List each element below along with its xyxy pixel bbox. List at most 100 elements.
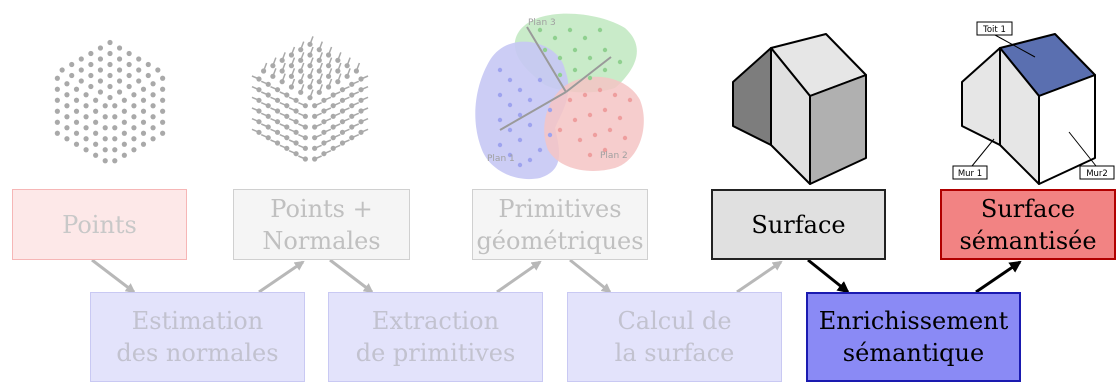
cloud-point [131,136,137,142]
plane-point [582,92,588,98]
plane-point [497,117,503,123]
cloud-point [97,89,104,95]
plane-point [517,112,523,118]
cloud-point [102,158,108,164]
cloud-point [330,124,336,130]
cloud-point [116,78,123,84]
box-estimation-line-1: Estimation [131,307,264,335]
box-surface: Surface [711,189,886,260]
cloud-point [73,108,80,114]
cloud-point [284,135,290,141]
cloud-point [121,97,127,103]
cloud-point [293,108,299,114]
plane-point [507,102,513,108]
cloud-point [302,135,308,141]
plane-point [582,35,588,41]
cloud-point [349,135,355,141]
cloud-point [256,119,262,125]
cloud-point [107,72,113,79]
plane-point [592,132,598,138]
plane-point [567,27,573,33]
cloud-point [54,75,60,81]
box-surface-line-1: Surface [751,210,846,239]
surface-house-illustration [732,33,867,185]
cloud-point [126,61,132,68]
cloud-point [160,75,166,81]
cloud-point [298,47,304,53]
cloud-point [83,136,89,142]
cloud-point [112,103,118,109]
box-surface-semantisee: Surface sémantisée [940,189,1116,260]
cloud-point [64,92,70,98]
plane-point [547,132,553,138]
cloud-point [160,119,166,125]
plane-3-label: Plan 3 [528,18,556,28]
cloud-point [160,86,166,92]
cloud-point [316,47,322,53]
cloud-point [160,97,166,103]
cloud-point [256,108,262,114]
cloud-point [298,89,304,95]
plane-point [597,27,603,33]
cloud-point [150,81,156,87]
cloud-point [83,125,89,131]
box-calcul: Calcul de la surface [567,292,782,382]
plane-point [517,162,523,168]
arrow-points-to-estimation [91,258,136,294]
cloud-point [358,76,364,82]
cloud-point [265,124,271,130]
cloud-point [155,67,161,73]
cloud-point [121,108,127,114]
cloud-point [288,84,295,90]
cloud-point [288,73,295,79]
cloud-point [93,119,99,125]
cloud-point [325,52,332,58]
cloud-point [88,72,94,79]
cloud-point [265,135,271,141]
cloud-point [270,63,276,69]
plane-point [572,47,578,53]
cloud-point [112,147,118,153]
cloud-point [279,57,285,63]
cloud-point [112,158,118,164]
cloud-point [274,108,281,114]
wall-1-label: Mur 1 [958,169,982,179]
oriented-point-cloud-illustration [251,36,369,162]
cloud-point [339,119,346,125]
cloud-point [298,79,304,85]
cloud-point [116,45,123,51]
cloud-point [140,97,147,103]
cloud-point [358,87,364,93]
plane-point [552,35,558,41]
cloud-point [78,56,84,62]
cloud-point [54,86,60,92]
cloud-point [358,108,364,114]
cloud-point [150,125,156,131]
cloud-point [279,79,285,85]
cloud-point [160,130,166,136]
cloud-point [274,119,281,125]
cloud-point [78,78,84,84]
plane-points [497,27,633,168]
cloud-point [107,39,113,46]
box-extraction-line-1: Extraction [371,307,500,335]
cloud-point [64,114,70,120]
cloud-point [358,119,364,125]
cloud-point [126,72,132,79]
box-calcul-line-2: la surface [614,339,735,367]
box-estimation: Estimation des normales [90,292,305,382]
cloud-point [265,113,271,119]
plane-point [602,147,608,153]
cloud-point [288,63,295,69]
cloud-point [54,97,60,103]
plane-point [542,47,548,53]
plane-point [557,55,563,61]
cloud-point [256,97,262,103]
cloud-point [69,61,75,68]
cloud-point [335,79,341,85]
cloud-point [73,86,80,92]
cloud-point [93,141,99,147]
cloud-point [339,129,346,135]
box-estimation-line-2: des normales [116,339,279,367]
plane-point [507,127,513,133]
